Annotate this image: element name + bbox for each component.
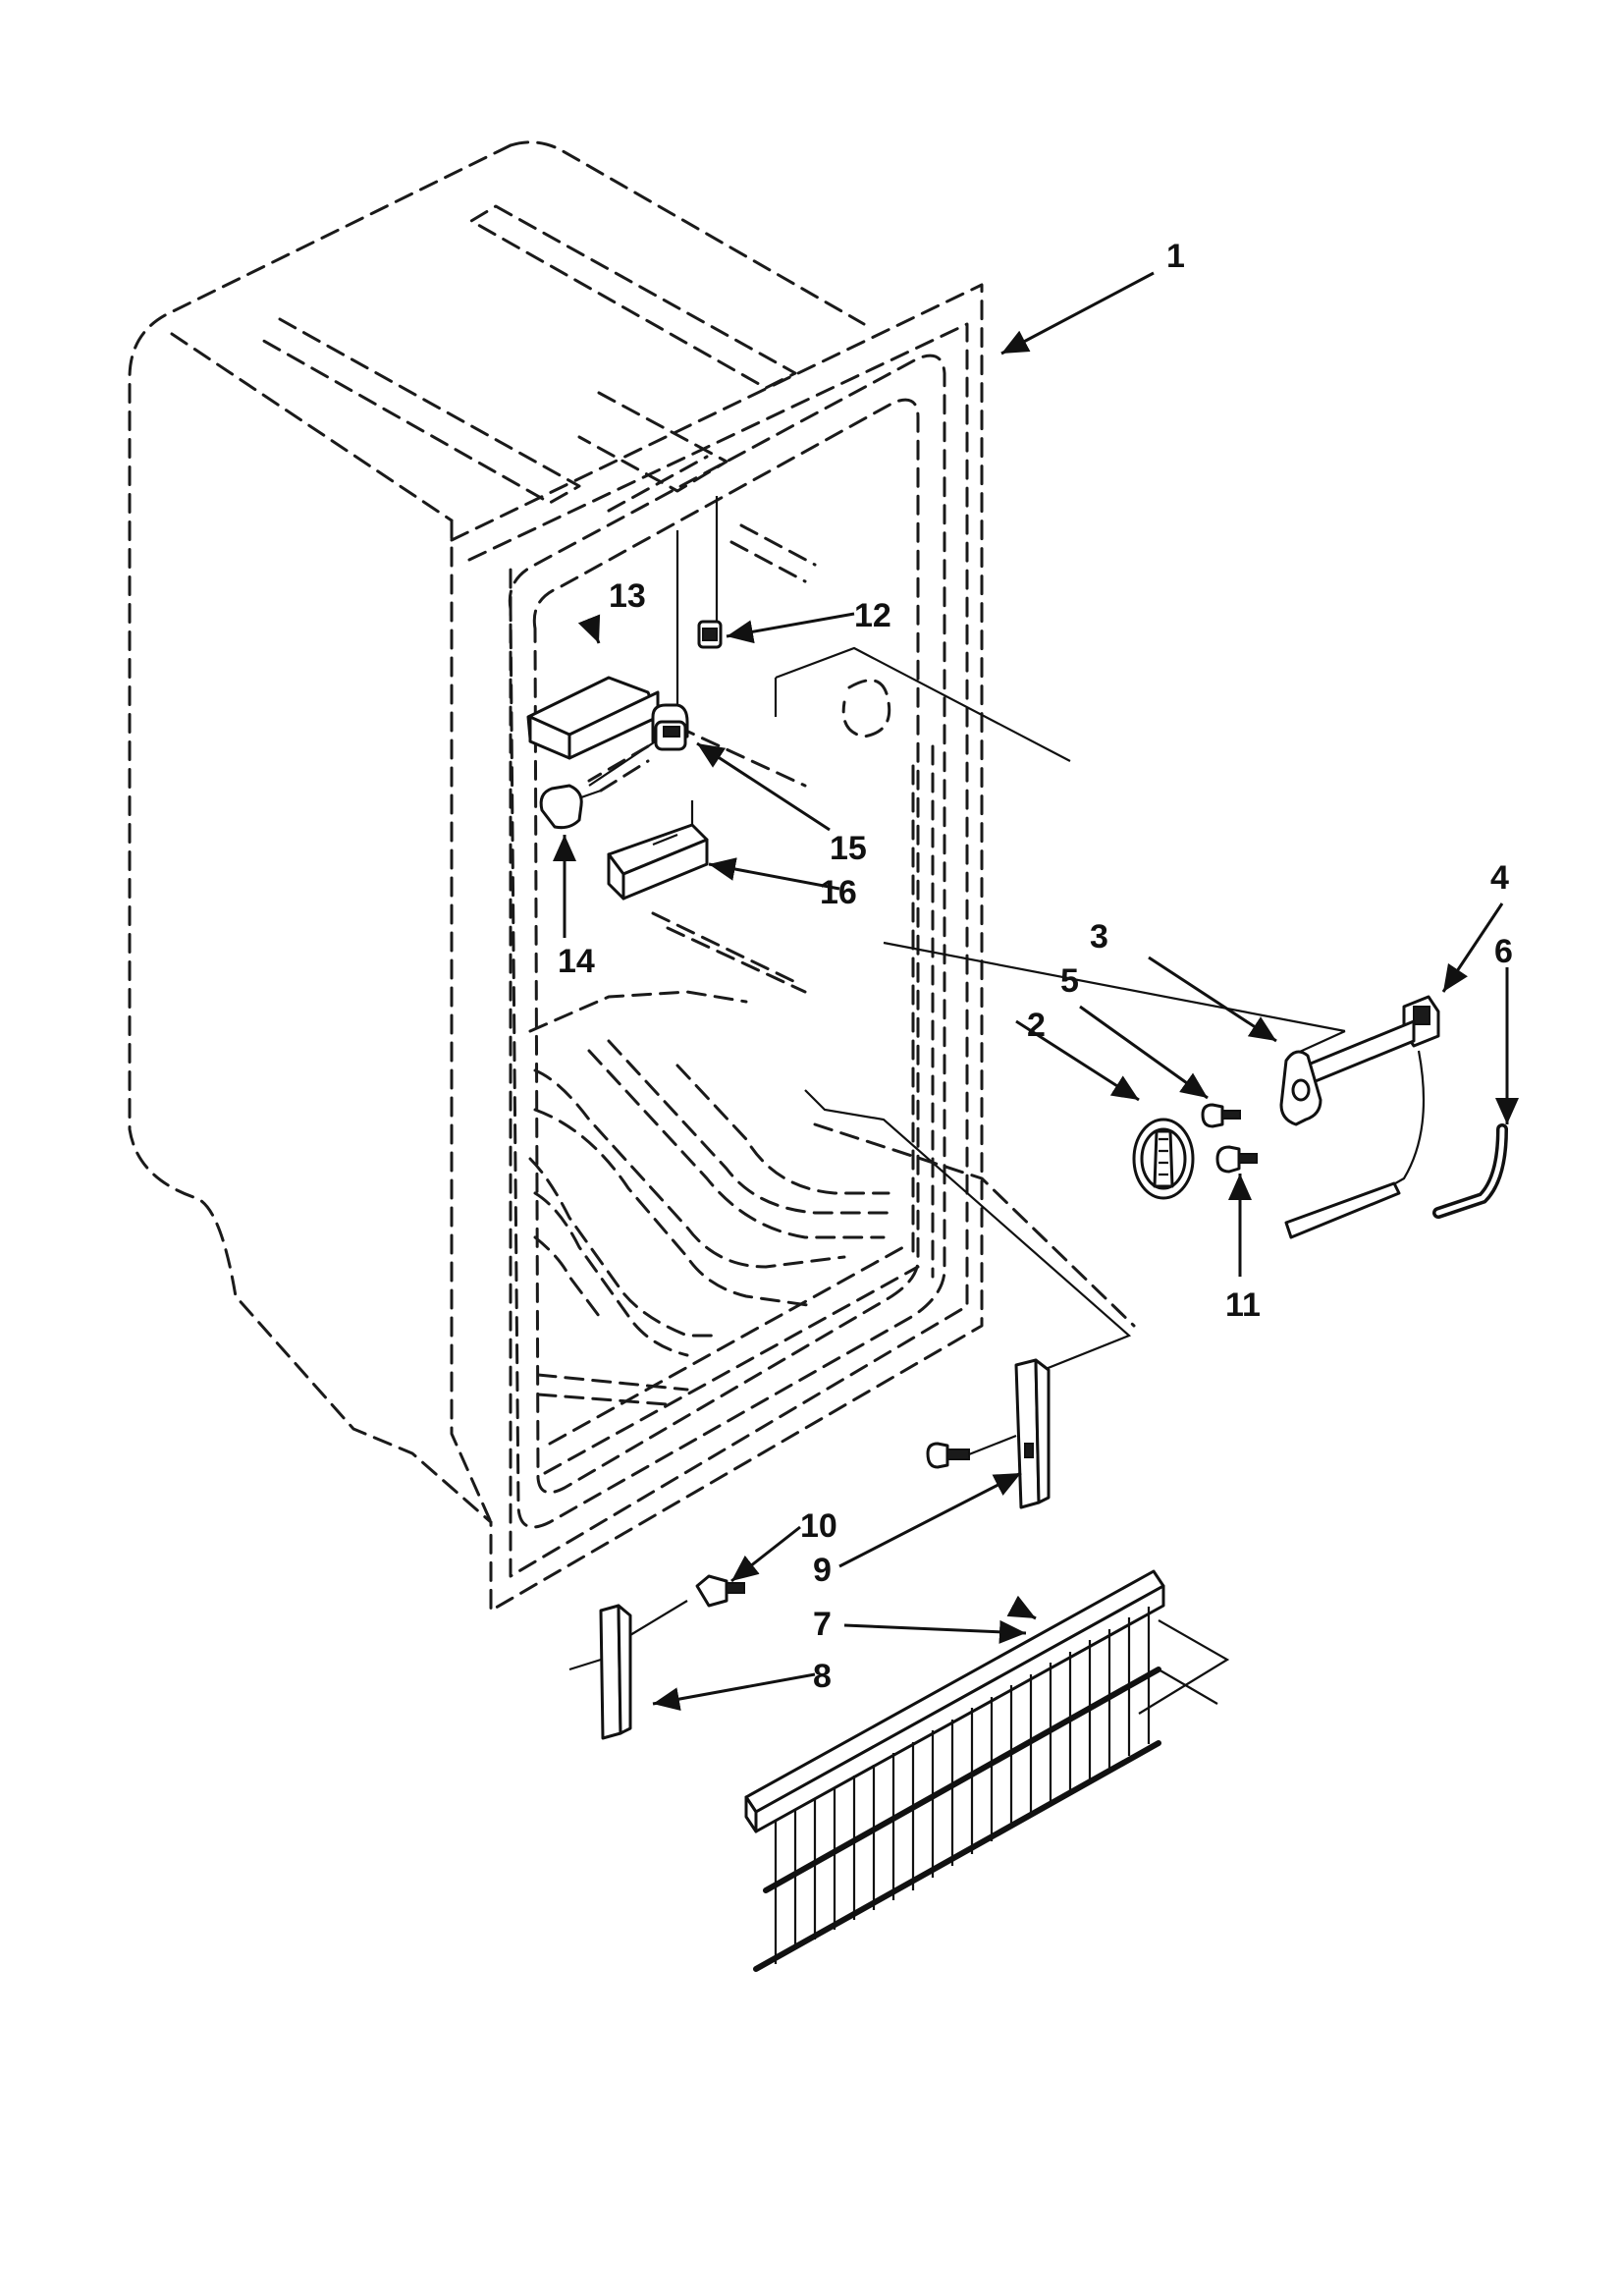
control-knob xyxy=(1132,1118,1195,1200)
callout-15: 15 xyxy=(830,830,867,867)
light-bulb xyxy=(539,759,650,830)
callout-10: 10 xyxy=(800,1507,837,1545)
callout-labels: 1 2 3 4 5 6 7 8 9 10 11 12 13 14 15 16 xyxy=(558,238,1513,1695)
control-assembly-guides xyxy=(587,496,1346,1377)
screw-11 xyxy=(1215,1145,1258,1174)
callout-5: 5 xyxy=(1060,962,1079,1000)
callout-6: 6 xyxy=(1494,933,1513,970)
thermostat-bracket xyxy=(1279,1050,1322,1126)
screw-5 xyxy=(1201,1103,1241,1128)
wire-basket xyxy=(744,1569,1230,1972)
callout-13: 13 xyxy=(609,577,646,615)
rail-screw-lower xyxy=(695,1574,745,1608)
light-socket xyxy=(651,703,689,751)
callout-12: 12 xyxy=(854,597,891,634)
callout-9: 9 xyxy=(813,1552,832,1589)
leader-arrows xyxy=(553,271,1519,1711)
callout-11: 11 xyxy=(1225,1286,1261,1324)
rail-screw-upper xyxy=(926,1434,1017,1469)
callout-2: 2 xyxy=(1027,1007,1046,1044)
cabinet-outline xyxy=(128,140,984,1613)
guide-rail-right xyxy=(1014,1358,1051,1509)
callout-14: 14 xyxy=(558,943,595,980)
callout-3: 3 xyxy=(1090,918,1108,956)
sensing-tube xyxy=(1432,1123,1508,1219)
callout-16: 16 xyxy=(820,874,857,911)
light-shield xyxy=(607,800,709,901)
callout-7: 7 xyxy=(813,1606,832,1643)
callout-4: 4 xyxy=(1490,859,1509,897)
light-housing xyxy=(526,676,660,760)
shelf-clip-12 xyxy=(697,620,723,649)
callout-1: 1 xyxy=(1166,238,1185,275)
thermostat xyxy=(1284,995,1440,1239)
guide-rail-left xyxy=(568,1600,688,1740)
callout-8: 8 xyxy=(813,1658,832,1695)
